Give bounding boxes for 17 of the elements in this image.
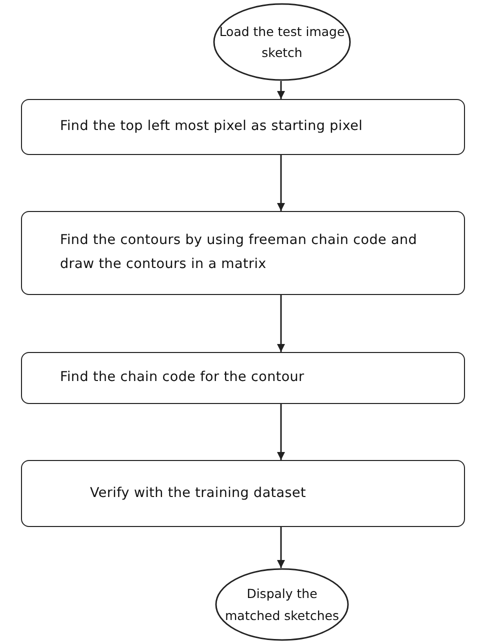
step-text: Find the chain code for the contour xyxy=(60,368,304,388)
arrow xyxy=(277,81,285,99)
terminal-ellipse xyxy=(215,568,349,641)
step-text: Dispaly the matched sketches xyxy=(224,585,340,624)
process-box xyxy=(21,211,465,295)
arrow xyxy=(277,527,285,568)
step-text: Verify with the training dataset xyxy=(90,484,306,503)
arrow xyxy=(277,155,285,211)
process-box xyxy=(21,99,465,155)
step-text: Load the test image sketch xyxy=(218,22,346,62)
process-box xyxy=(21,460,465,527)
step-text: Find the top left most pixel as starting pixel xyxy=(60,117,363,136)
process-box xyxy=(21,352,465,404)
arrow xyxy=(277,295,285,352)
arrow xyxy=(277,404,285,460)
step-text: Find the contours by using freeman chain code and draw the contours in a matrix xyxy=(60,231,418,274)
terminal-ellipse xyxy=(213,3,351,81)
